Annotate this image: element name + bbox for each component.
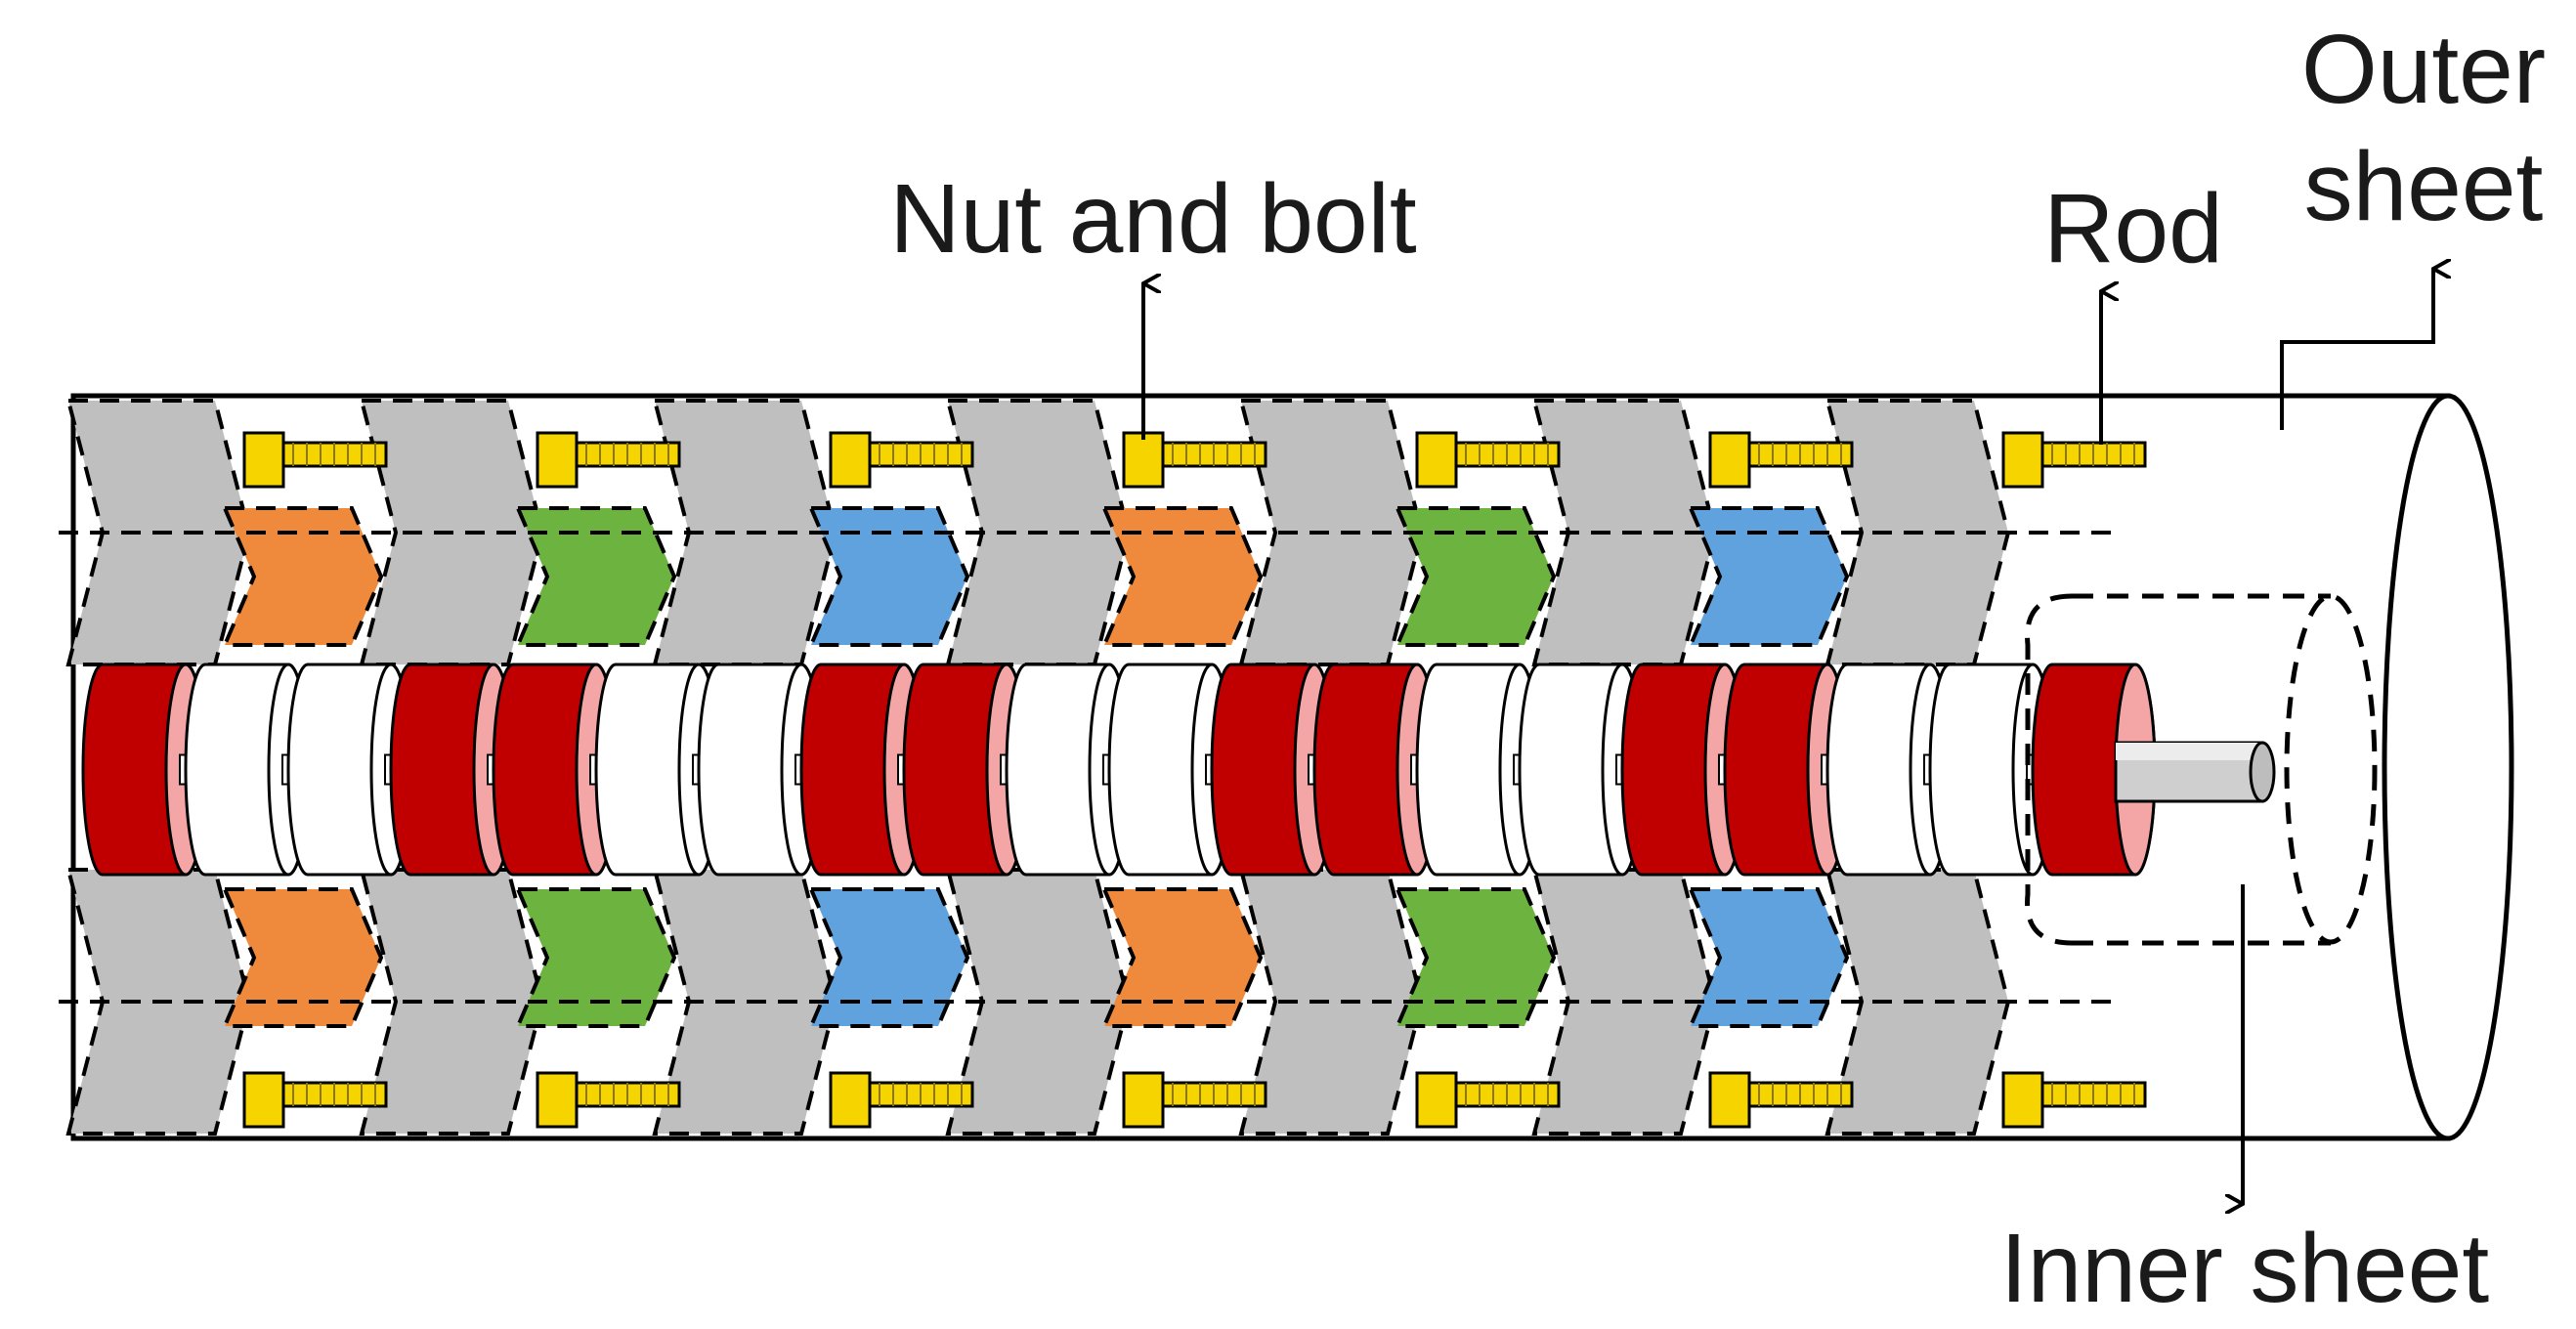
label-outer-sheet-line2: sheet [2304,132,2544,241]
upper-stator-row [59,399,2111,666]
nut-and-bolt [1122,1071,1267,1129]
outer-sheet-end-face [2382,393,2514,1141]
nut-and-bolt [1415,431,1561,489]
nut-and-bolt [536,1071,681,1129]
upper-green-coil-segment [1394,506,1557,647]
nut-and-bolt [2001,1071,2147,1129]
upper-blue-coil-segment [1687,506,1850,647]
lower-blue-coil-segment [807,887,970,1028]
lower-stator-row [59,868,2111,1136]
lower-blue-coil-segment [1687,887,1850,1028]
upper-green-coil-segment [514,506,677,647]
nut-and-bolt [829,431,974,489]
nut-and-bolt [242,431,388,489]
annotation-leaders [1141,269,2433,1204]
nut-and-bolt [829,1071,974,1129]
lower-orange-coil-segment [1100,887,1264,1028]
upper-blue-coil-segment [807,506,970,647]
upper-orange-coil-segment [221,506,384,647]
label-nut-and-bolt: Nut and bolt [889,164,1416,274]
shaft [2114,741,2276,803]
lower-green-coil-segment [1394,887,1557,1028]
outer-sheet-leader [2280,269,2433,430]
inner-sheet-cylinder [2025,593,2378,946]
lower-gray-segment [1238,868,1425,1136]
nut-and-bolt [2001,431,2147,489]
label-inner-sheet: Inner sheet [2000,1214,2490,1323]
lower-green-coil-segment [514,887,677,1028]
bolt-row [242,431,2147,1129]
nut-and-bolt [536,431,681,489]
label-rod: Rod [2043,174,2222,283]
lower-orange-coil-segment [221,887,384,1028]
label-outer-sheet-line1: Outer [2301,15,2546,124]
nut-and-bolt [242,1071,388,1129]
upper-orange-coil-segment [1100,506,1264,647]
nut-and-bolt [1708,431,1854,489]
nut-and-bolt [1122,431,1267,489]
nut-and-bolt [1415,1071,1561,1129]
translator-magnet-stack [81,663,2157,877]
nut-and-bolt [1708,1071,1854,1129]
